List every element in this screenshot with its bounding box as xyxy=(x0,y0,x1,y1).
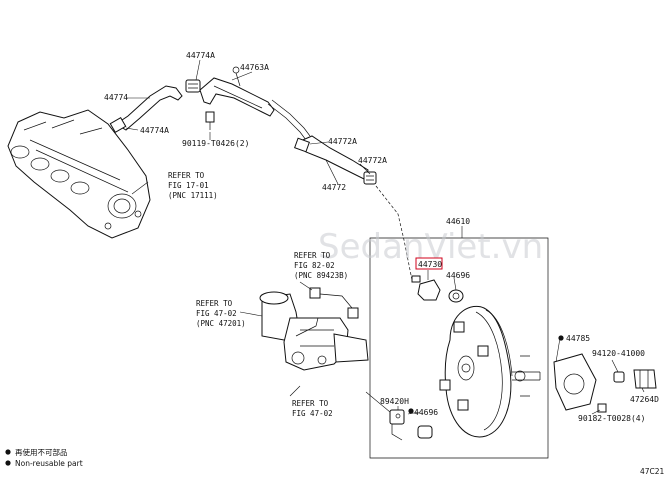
level-sensor-harness xyxy=(309,287,359,319)
leader-lines xyxy=(125,59,645,415)
check-valve-44730 xyxy=(411,275,441,301)
reference-notes: REFER TO FIG 17-01 (PNC 17111) REFER TO … xyxy=(168,171,348,418)
booster-assembly-frame xyxy=(369,237,549,459)
vacuum-hose-44774 xyxy=(109,79,201,134)
bracket-44763A xyxy=(199,66,275,130)
label-44772A-mid[interactable]: 44772A xyxy=(358,156,387,165)
label-90182[interactable]: 90182-T0028(4) xyxy=(578,414,645,423)
ref-fig17-line2[interactable]: FIG 17-01 xyxy=(168,181,209,190)
label-44772A-top[interactable]: 44772A xyxy=(328,137,357,146)
ref-fig82-line1[interactable]: REFER TO xyxy=(294,251,331,260)
label-44696-top[interactable]: 44696 xyxy=(446,271,470,280)
nut-90182 xyxy=(597,403,607,413)
vacuum-tube xyxy=(267,99,311,141)
non-reusable-markers xyxy=(5,335,564,466)
clevis-47264D xyxy=(633,369,657,389)
label-89420H[interactable]: 89420H xyxy=(380,397,409,406)
label-44772[interactable]: 44772 xyxy=(322,183,346,192)
part-labels: 44774A 44763A 44774 44774A 90119-T0426(2… xyxy=(104,51,659,423)
legend-non-reusable-jp: 再使用不可部品 xyxy=(15,447,68,457)
label-44610[interactable]: 44610 xyxy=(446,217,470,226)
intake-manifold xyxy=(7,109,151,239)
label-44730[interactable]: 44730 xyxy=(418,260,442,269)
legend-non-reusable-en: Non-reusable part xyxy=(15,459,83,468)
ref-fig47b-line1[interactable]: REFER TO xyxy=(292,399,329,408)
label-44785[interactable]: 44785 xyxy=(566,334,590,343)
ref-fig47a-line2[interactable]: FIG 47-02 xyxy=(196,309,237,318)
label-94120[interactable]: 94120-41000 xyxy=(592,349,645,358)
label-44774[interactable]: 44774 xyxy=(104,93,128,102)
ref-fig82-line3[interactable]: (PNC 89423B) xyxy=(294,271,348,280)
master-cylinder xyxy=(259,291,369,371)
highlight-44730 xyxy=(415,257,443,270)
label-44696-bot[interactable]: 44696 xyxy=(414,408,438,417)
label-44763A[interactable]: 44763A xyxy=(240,63,269,72)
brake-booster xyxy=(417,305,541,439)
ref-fig47a-line3[interactable]: (PNC 47201) xyxy=(196,319,246,328)
ref-fig17-line3[interactable]: (PNC 17111) xyxy=(168,191,218,200)
vacuum-sensor-89420H xyxy=(389,409,405,441)
label-44774A-top[interactable]: 44774A xyxy=(186,51,215,60)
label-47264D[interactable]: 47264D xyxy=(630,395,659,404)
ref-fig47b-line2[interactable]: FIG 47-02 xyxy=(292,409,333,418)
route-line-check-valve xyxy=(375,185,413,281)
ref-fig17-line1[interactable]: REFER TO xyxy=(168,171,205,180)
booster-gasket-44785 xyxy=(553,353,597,411)
clevis-pin-94120 xyxy=(613,371,625,383)
grommet-44696 xyxy=(448,289,464,303)
figure-code: 47C21 xyxy=(640,467,665,476)
label-90119[interactable]: 90119-T0426(2) xyxy=(182,139,249,148)
ref-fig82-line2[interactable]: FIG 82-02 xyxy=(294,261,335,270)
label-44774A-side[interactable]: 44774A xyxy=(140,126,169,135)
watermark: SedanViet.vn xyxy=(318,227,543,267)
legend: 再使用不可部品 Non-reusable part xyxy=(15,447,83,468)
ref-fig47a-line1[interactable]: REFER TO xyxy=(196,299,233,308)
vacuum-hose-44772 xyxy=(294,135,377,185)
